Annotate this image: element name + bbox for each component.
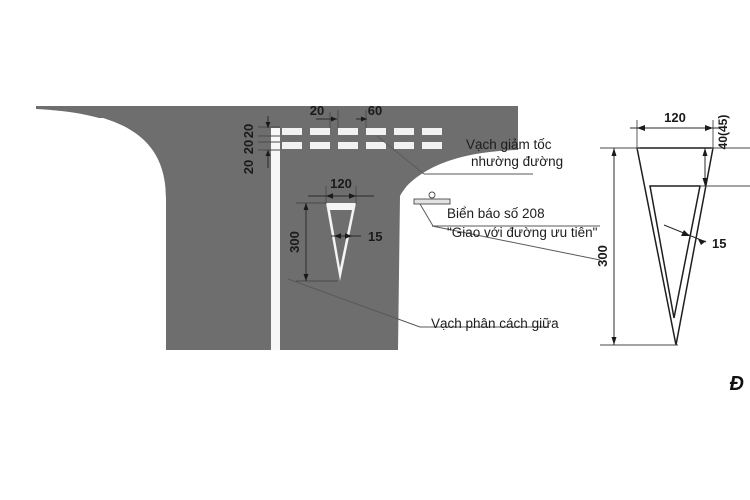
dim-label-dash-60: 60	[368, 103, 382, 118]
arrow-head	[702, 178, 708, 186]
arrow-head	[265, 122, 271, 128]
plan-triangle-inner	[330, 210, 352, 268]
arrow-head	[331, 116, 337, 122]
annotation-text-group: Vạch giảm tốc nhường đường Biển báo số 2…	[431, 137, 598, 331]
detail-triangle-inner	[649, 185, 701, 319]
detail-view-group: 120 300 40(45) 15	[595, 110, 750, 346]
road-corner-restore	[36, 106, 166, 198]
road-corner-cut	[34, 109, 164, 352]
dash	[394, 128, 414, 135]
dash	[422, 142, 442, 149]
dash	[338, 142, 358, 149]
dash	[310, 142, 330, 149]
dim-label-stroke-15: 15	[368, 229, 382, 244]
dash	[394, 142, 414, 149]
dim-label-tri-width-120: 120	[330, 176, 352, 191]
dim-label-stripe-c: 20	[241, 160, 256, 174]
dim-label-tri-height-300: 300	[287, 231, 302, 253]
arrow-head	[303, 274, 309, 281]
plan-yield-triangle	[326, 203, 356, 281]
median-line-paint	[271, 128, 280, 350]
label-sign-line2: "Giao với đường ưu tiên"	[447, 225, 598, 240]
arrow-head	[611, 148, 617, 156]
arrow-head	[349, 193, 356, 199]
arrow-head	[326, 193, 333, 199]
arrow-head	[698, 239, 706, 245]
annotation-leaders	[287, 135, 601, 328]
dim-label-detail-band-4045: 40(45)	[716, 115, 730, 150]
arrow-head	[265, 150, 271, 156]
arrow-head	[681, 230, 690, 236]
road-sign-icon	[413, 191, 451, 227]
arrow-head	[705, 125, 713, 131]
dash	[422, 128, 442, 135]
dash	[366, 128, 386, 135]
dash	[282, 128, 302, 135]
dash	[338, 128, 358, 135]
label-rumble-line1: Vạch giảm tốc	[466, 137, 552, 152]
arrow-head	[334, 233, 341, 239]
arrow-head	[361, 116, 367, 122]
dim-label-gap-20: 20	[310, 103, 324, 118]
dim-label-detail-height-300: 300	[595, 245, 610, 267]
corner-title-glyph: Đ	[730, 373, 744, 395]
dash	[366, 142, 386, 149]
plan-dimensions: 20 60 20 20 20 120	[241, 103, 382, 282]
arrow-head	[345, 233, 352, 239]
arrow-head	[611, 337, 617, 345]
yield-rumble-dashes	[282, 128, 442, 149]
arrow-head	[303, 203, 309, 210]
dim-label-detail-stroke-15: 15	[712, 236, 726, 251]
dim-label-detail-width-120: 120	[664, 110, 686, 125]
dash	[310, 128, 330, 135]
arrow-head	[702, 148, 708, 156]
label-median-line1: Vạch phân cách giữa	[431, 316, 559, 331]
dash	[282, 142, 302, 149]
label-sign-line1: Biển báo số 208	[447, 206, 545, 221]
dim-label-stripe-a: 20	[241, 124, 256, 138]
dim-label-stripe-b: 20	[241, 140, 256, 154]
arrow-head	[637, 125, 645, 131]
label-rumble-line2: nhường đường	[471, 154, 563, 169]
